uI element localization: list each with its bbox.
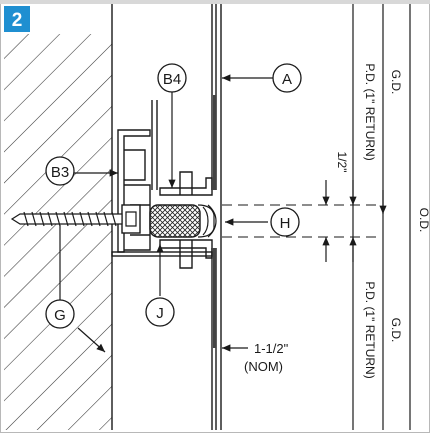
figure-number: 2 (12, 10, 23, 31)
wall-substrate (4, 4, 113, 430)
callout-H-label: H (280, 215, 291, 232)
facing-panel (211, 4, 222, 430)
callout-A-label: A (282, 71, 292, 88)
callout-B3-label: B3 (51, 164, 69, 181)
nom-value: 1-1/2" (254, 341, 289, 356)
fastener-screw (10, 211, 123, 227)
callout-G-label: G (54, 307, 66, 324)
gasket-seal (197, 204, 217, 238)
dim-pd-bottom: P.D. (1" RETURN) (363, 281, 377, 378)
nom-note: (NOM) (244, 359, 283, 374)
screw-head (121, 204, 141, 234)
dim-gd-top: G.D. (389, 70, 403, 95)
leader-lines (59, 74, 274, 353)
callout-B3: B3 (45, 156, 75, 186)
callout-J-label: J (156, 305, 164, 322)
dim-pd-top: P.D. (1" RETURN) (363, 63, 377, 160)
dim-od: O.D. (417, 208, 430, 233)
figure-badge (4, 6, 30, 32)
top-strip (0, 0, 430, 4)
callout-B4: B4 (157, 63, 187, 93)
callout-J: J (145, 297, 175, 327)
dimension-lines (322, 4, 411, 430)
callout-G: G (45, 299, 75, 329)
callout-H: H (270, 207, 300, 237)
callout-A: A (272, 63, 302, 93)
bracket-upper (151, 100, 213, 196)
foam-backer (149, 204, 201, 238)
dim-half-inch: 1/2" (335, 152, 349, 173)
dim-gd-bottom: G.D. (389, 318, 403, 343)
callout-B4-label: B4 (163, 71, 181, 88)
